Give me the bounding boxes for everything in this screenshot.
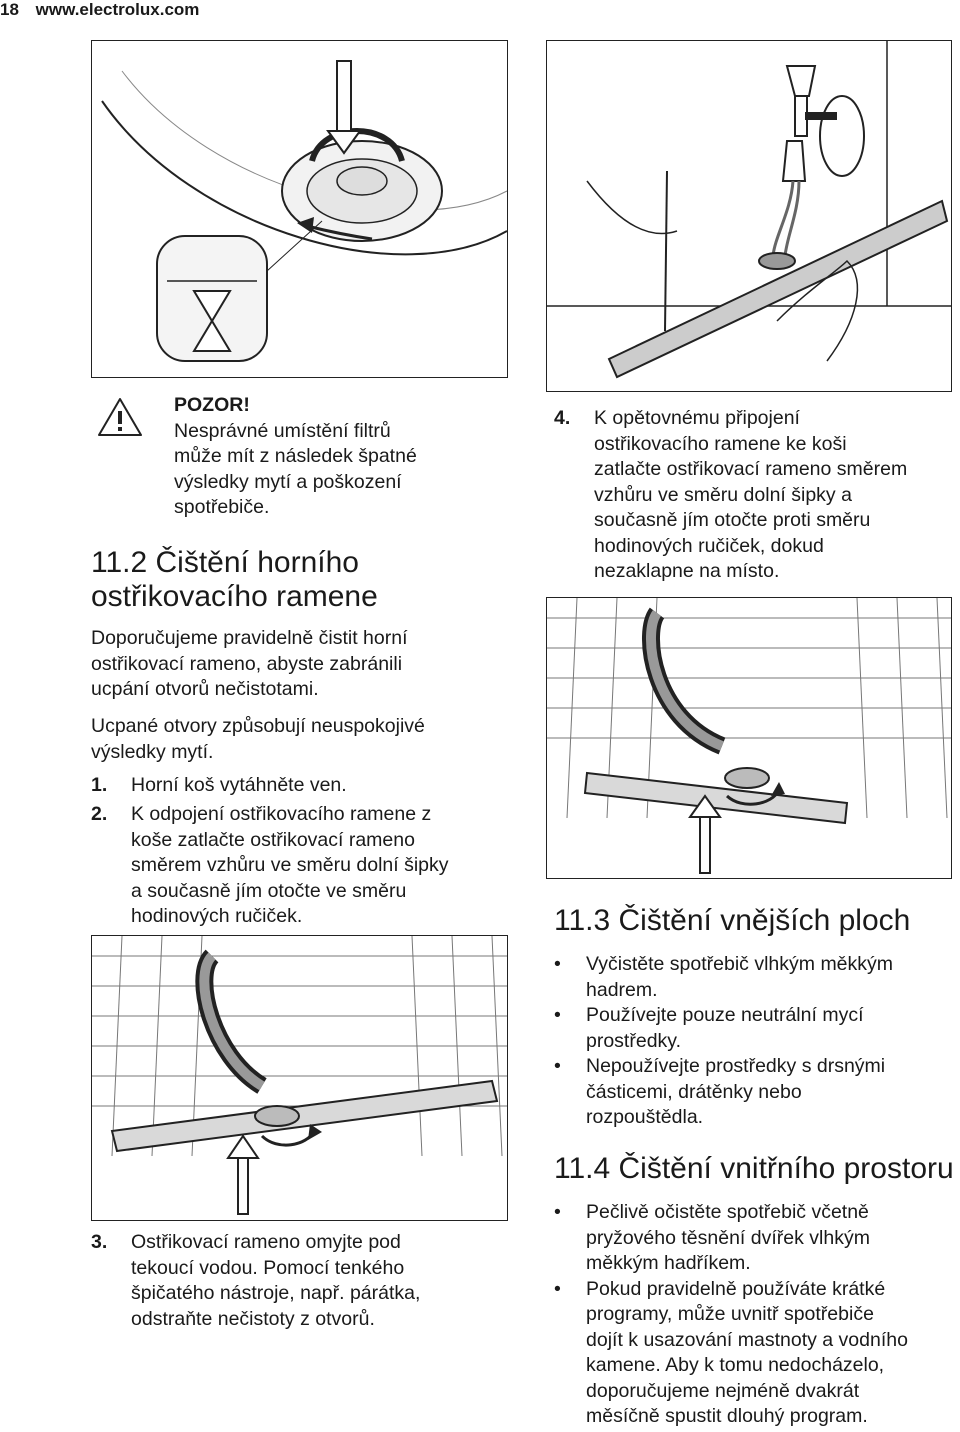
list-item-line: Pečlivě očistěte spotřebič včetně	[586, 1201, 869, 1223]
paragraph-line: Ucpané otvory způsobují neuspokojivé	[91, 715, 425, 737]
list-item-line: doporučujeme nejméně dvakrát	[586, 1379, 860, 1402]
step-text: odstraňte nečistoty z otvorů.	[131, 1307, 375, 1330]
list-item-line: Nepoužívejte prostředky s drsnými	[586, 1055, 886, 1077]
section-11-4-bullet-list: • Pečlivě očistěte spotřebič včetně pryž…	[554, 1200, 954, 1430]
step-text: hodinových ručiček.	[131, 905, 303, 927]
list-item-line: kamene. Aby k tomu nedocházelo,	[586, 1354, 885, 1376]
section-title-line: Čištění horního	[155, 546, 359, 579]
step-text: tekoucí vodou. Pomocí tenkého	[131, 1256, 405, 1279]
step-text: ostřikovacího ramene ke koši	[594, 432, 847, 455]
warning-triangle-icon	[97, 396, 143, 438]
list-item-line: Používejte pouze neutrální mycí	[586, 1004, 864, 1026]
list-item: • Pokud pravidelně používáte krátké prog…	[554, 1277, 954, 1430]
bullet-marker: •	[554, 1201, 561, 1223]
list-item-line: Pokud pravidelně používáte krátké	[586, 1277, 886, 1300]
section-11-3-title: 11.3 Čištění vnějších ploch	[554, 904, 954, 938]
step-text: vzhůru ve směru dolní šipky a	[594, 483, 852, 506]
list-item-line: částicemi, drátěnky nebo	[586, 1080, 802, 1103]
step-text: hodinových ručiček, dokud	[594, 534, 824, 557]
list-item: • Vyčistěte spotřebič vlhkým měkkým hadr…	[554, 952, 954, 1003]
bullet-marker: •	[554, 1277, 561, 1300]
step-text: Ostřikovací rameno omyjte pod	[131, 1231, 401, 1253]
header-site: www.electrolux.com	[35, 0, 200, 19]
step-text: a současně jím otočte ve směru	[131, 879, 407, 902]
section-title-line: ostřikovacího ramene	[91, 580, 378, 613]
list-item-line: programy, může uvnitř spotřebiče	[586, 1303, 874, 1325]
list-item-line: dojít k usazování mastnoty a vodního	[586, 1328, 908, 1351]
step-number: 2.	[91, 803, 108, 825]
spray-arm-reattach-illustration	[546, 597, 952, 879]
page-number: 18	[0, 0, 19, 19]
bullet-marker: •	[554, 1055, 561, 1077]
paragraph-line: ucpání otvorů nečistotami.	[91, 678, 319, 700]
step-text: koše zatlačte ostřikovací rameno	[131, 828, 415, 851]
list-item: • Nepoužívejte prostředky s drsnými část…	[554, 1054, 954, 1131]
filter-illustration	[91, 40, 508, 378]
step-number: 3.	[91, 1231, 108, 1253]
list-item-line: měsíčně spustit dlouhý program.	[586, 1405, 868, 1427]
bullet-marker: •	[554, 953, 561, 975]
warning-title: POZOR!	[174, 394, 250, 416]
step-2: 2. K odpojení ostřikovacího ramene z koš…	[91, 802, 511, 930]
spray-arm-washing-illustration	[546, 40, 952, 392]
section-11-3-bullet-list: • Vyčistěte spotřebič vlhkým měkkým hadr…	[554, 952, 954, 1131]
step-text: Horní koš vytáhněte ven.	[131, 774, 347, 796]
warning-line: může mít z následek špatné	[174, 445, 417, 467]
section-title-text: Čištění vnitřního prostoru	[618, 1152, 954, 1185]
section-11-2-title: 11.2 Čištění horního ostřikovacího ramen…	[91, 546, 511, 614]
section-11-4-title: 11.4 Čištění vnitřního prostoru	[554, 1152, 954, 1186]
paragraph-line: výsledky mytí.	[91, 740, 214, 763]
section-number: 11.4	[554, 1152, 611, 1185]
step-4: 4. K opětovnému připojení ostřikovacího …	[554, 406, 954, 585]
step-number: 1.	[91, 774, 108, 796]
step-3: 3. Ostřikovací rameno omyjte pod tekoucí…	[91, 1230, 511, 1332]
warning-line: spotřebiče.	[174, 496, 270, 518]
list-item: • Používejte pouze neutrální mycí prostř…	[554, 1003, 954, 1054]
step-text: zatlačte ostřikovací rameno směrem	[594, 458, 908, 480]
list-item: • Pečlivě očistěte spotřebič včetně pryž…	[554, 1200, 954, 1277]
step-text: špičatého nástroje, např. párátka,	[131, 1282, 421, 1304]
list-item-line: rozpouštědla.	[586, 1106, 704, 1128]
paragraph-line: ostřikovací rameno, abyste zabránili	[91, 652, 403, 675]
basket-drawing	[92, 936, 507, 1215]
section-number: 11.2	[91, 546, 148, 579]
page-header: 18 www.electrolux.com	[0, 0, 199, 20]
step-text: K odpojení ostřikovacího ramene z	[131, 803, 432, 825]
list-item-line: prostředky.	[586, 1029, 682, 1052]
section-11-2-paragraph-1: Doporučujeme pravidelně čistit horní ost…	[91, 626, 511, 703]
spray-arm-removal-illustration	[91, 935, 508, 1221]
step-text: nezaklapne na místo.	[594, 560, 780, 582]
step-text: K opětovnému připojení	[594, 407, 800, 429]
washing-drawing	[547, 41, 951, 379]
step-text: současně jím otočte proti směru	[594, 509, 871, 531]
list-item-line: pryžového těsnění dvířek vlhkým	[586, 1226, 870, 1249]
reattach-drawing	[547, 598, 951, 874]
step-number: 4.	[554, 407, 571, 429]
section-11-2-paragraph-2: Ucpané otvory způsobují neuspokojivé výs…	[91, 714, 511, 765]
section-number: 11.3	[554, 904, 611, 937]
list-item-line: hadrem.	[586, 978, 658, 1001]
list-item-line: Vyčistěte spotřebič vlhkým měkkým	[586, 953, 894, 975]
step-1: 1. Horní koš vytáhněte ven.	[91, 773, 511, 799]
section-title-text: Čištění vnějších ploch	[618, 904, 911, 937]
warning-block: POZOR! Nesprávné umístění filtrů může mí…	[174, 393, 494, 521]
warning-line: výsledky mytí a poškození	[174, 470, 402, 493]
filter-drawing	[101, 60, 507, 362]
step-text: směrem vzhůru ve směru dolní šipky	[131, 854, 449, 876]
list-item-line: měkkým hadříkem.	[586, 1252, 751, 1274]
paragraph-line: Doporučujeme pravidelně čistit horní	[91, 627, 408, 649]
warning-line: Nesprávné umístění filtrů	[174, 419, 391, 442]
bullet-marker: •	[554, 1004, 561, 1026]
